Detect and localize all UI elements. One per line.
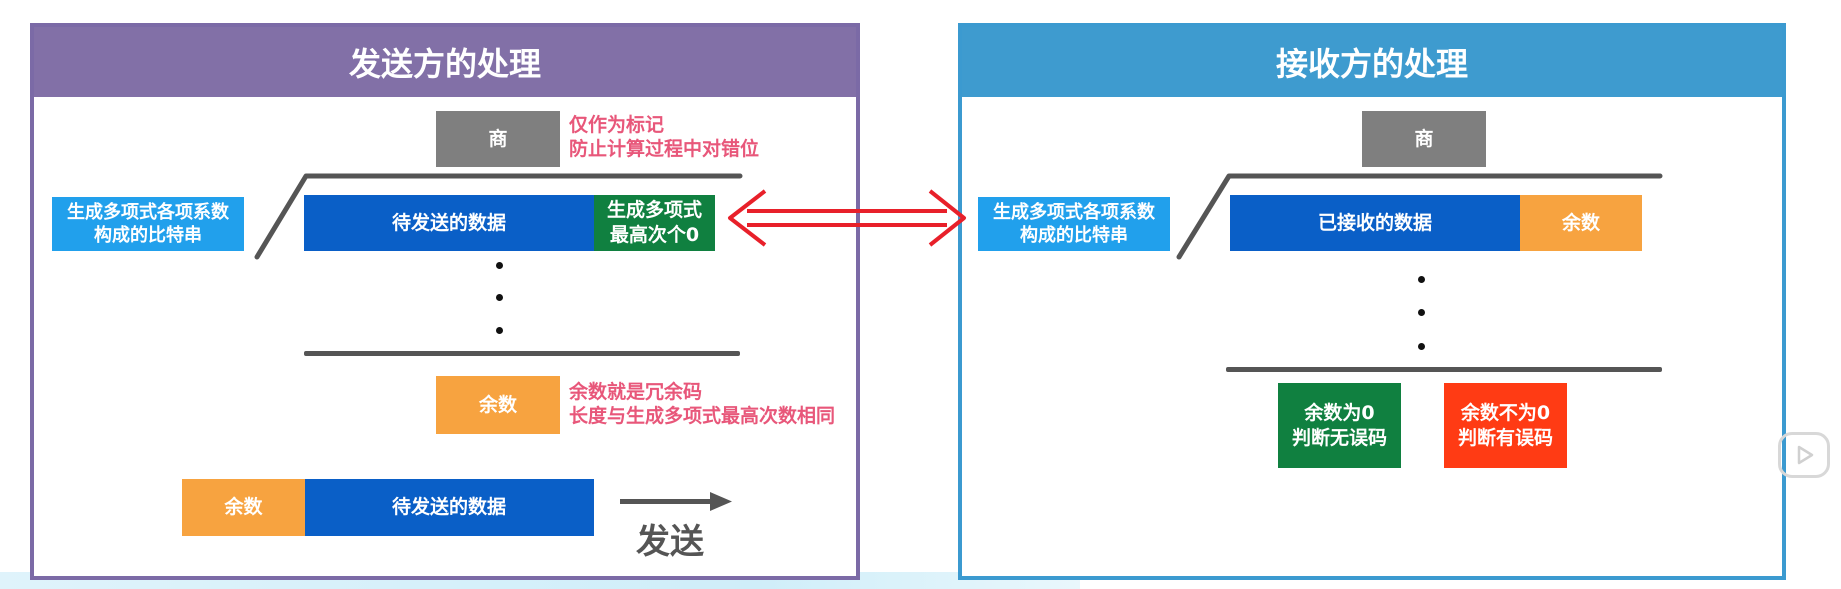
double-headed-arrow-icon xyxy=(728,189,966,247)
receiver-division-bottom-line xyxy=(1226,367,1662,372)
remainder-note-line-1: 余数就是冗余码 xyxy=(569,381,703,403)
sender-final-remainder-block: 余数 xyxy=(182,479,305,536)
play-icon xyxy=(1797,445,1814,465)
receiver-data-block: 已接收的数据 xyxy=(1230,195,1520,251)
sender-division-bracket xyxy=(254,173,743,260)
receiver-quotient-box: 商 xyxy=(1362,111,1486,167)
send-label: 发送 xyxy=(636,522,704,562)
sender-title: 发送方的处理 xyxy=(34,27,856,97)
poly-label-line-1: 生成多项式各项系数 xyxy=(993,201,1155,223)
play-button[interactable] xyxy=(1778,432,1830,478)
zero-pad-line-2: 最高次个0 xyxy=(609,224,700,246)
poly-label-line-2: 构成的比特串 xyxy=(1020,225,1128,246)
sender-division-bottom-line xyxy=(304,351,740,356)
ok-result-line-1: 余数为0 xyxy=(1304,401,1375,424)
remainder-note-line-2: 长度与生成多项式最高次数相同 xyxy=(569,404,836,427)
sender-remainder-box: 余数 xyxy=(436,376,560,434)
ellipsis-dot xyxy=(496,262,503,269)
sender-remainder-note: 余数就是冗余码 长度与生成多项式最高次数相同 xyxy=(569,381,835,429)
ellipsis-dot xyxy=(496,327,503,334)
receiver-division-bracket xyxy=(1176,173,1663,260)
quotient-note-line-1: 仅作为标记 xyxy=(569,114,665,136)
quotient-note-line-2: 防止计算过程中对错位 xyxy=(569,137,760,160)
ok-result-line-2: 判断无误码 xyxy=(1291,426,1387,449)
right-arrow-icon xyxy=(620,492,732,511)
poly-label-line-2: 构成的比特串 xyxy=(94,225,202,246)
receiver-error-result: 余数不为0 判断有误码 xyxy=(1444,383,1567,468)
sender-quotient-box: 商 xyxy=(436,111,560,167)
err-result-line-2: 判断有误码 xyxy=(1457,426,1553,449)
sender-quotient-note: 仅作为标记 防止计算过程中对错位 xyxy=(569,114,759,162)
sender-final-data-block: 待发送的数据 xyxy=(304,479,594,536)
sender-data-block: 待发送的数据 xyxy=(304,195,594,251)
sender-panel: 发送方的处理 xyxy=(30,23,860,580)
sender-zero-pad-block: 生成多项式 最高次个0 xyxy=(594,195,715,251)
ellipsis-dot xyxy=(1418,343,1425,350)
receiver-ok-result: 余数为0 判断无误码 xyxy=(1278,383,1401,468)
receiver-poly-label: 生成多项式各项系数 构成的比特串 xyxy=(978,197,1170,251)
poly-label-line-1: 生成多项式各项系数 xyxy=(67,201,229,223)
err-result-line-1: 余数不为0 xyxy=(1460,401,1551,424)
zero-pad-line-1: 生成多项式 xyxy=(606,199,702,222)
ellipsis-dot xyxy=(496,294,503,301)
ellipsis-dot xyxy=(1418,276,1425,283)
sender-poly-label: 生成多项式各项系数 构成的比特串 xyxy=(52,197,244,251)
receiver-remainder-block: 余数 xyxy=(1520,195,1642,251)
receiver-title: 接收方的处理 xyxy=(962,27,1782,97)
ellipsis-dot xyxy=(1418,309,1425,316)
